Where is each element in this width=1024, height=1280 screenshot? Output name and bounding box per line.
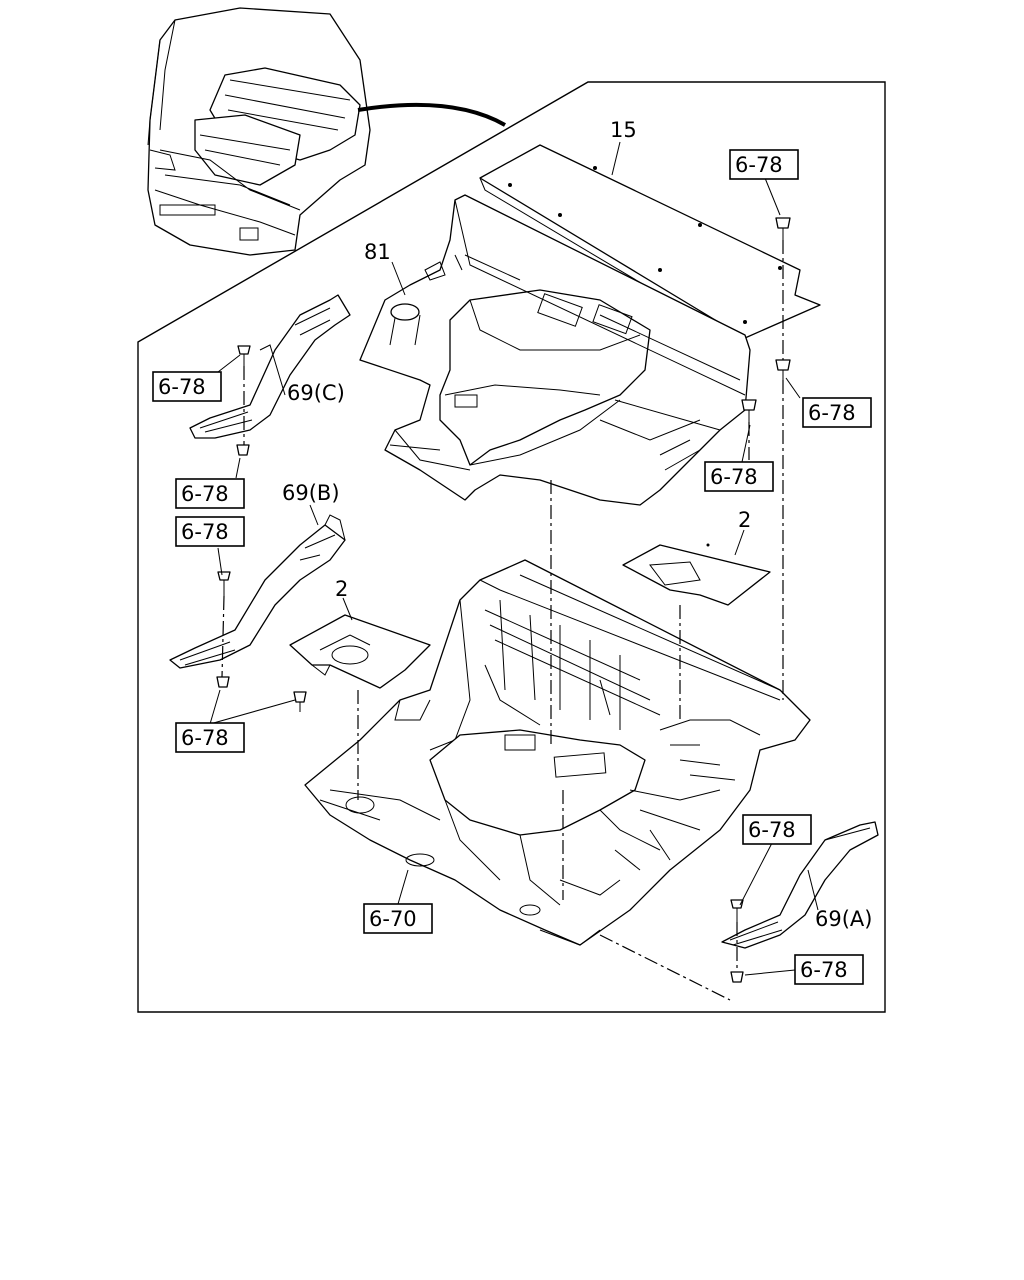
label-sill-69c: 69(C)	[287, 381, 345, 405]
detail-frame	[137, 81, 886, 1013]
label-sill-69a: 69(A)	[815, 907, 872, 931]
label-bolt-a-top: 6-78	[748, 818, 796, 842]
label-plate-2-right: 2	[738, 508, 751, 532]
sill-plate-69b	[169, 514, 346, 669]
leader-lines	[209, 141, 819, 976]
sill-plate-69a	[721, 821, 879, 949]
label-bolt-top-right: 6-78	[735, 153, 783, 177]
sill-plate-69c	[189, 294, 351, 439]
label-81: 81	[364, 240, 391, 264]
label-bolt-b-bottom: 6-78	[181, 726, 229, 750]
label-plate-2-left: 2	[335, 577, 348, 601]
label-floor-670: 6-70	[369, 907, 417, 931]
fasteners	[216, 217, 791, 983]
label-bolt-c-top: 6-78	[158, 375, 206, 399]
callout-labels: 15 81 6-78 6-78 6-78 6-78 69(C) 6-78 69(…	[152, 118, 872, 985]
label-bolt-right-mid: 6-78	[808, 401, 856, 425]
tunnel-cover-panel-81	[359, 194, 751, 506]
alignment-lines	[221, 240, 784, 1001]
label-bolt-c-bottom: 6-78	[181, 482, 229, 506]
label-sill-69b: 69(B)	[282, 481, 340, 505]
label-15: 15	[610, 118, 637, 142]
label-bolt-b-top: 6-78	[181, 520, 229, 544]
label-bolt-a-bottom: 6-78	[800, 958, 848, 982]
label-bolt-center-right: 6-78	[710, 465, 758, 489]
plate-2-left	[289, 614, 431, 689]
vehicle-overview-thumbnail	[147, 7, 506, 256]
plate-2-right	[622, 543, 771, 606]
main-floor-pan	[304, 559, 811, 946]
